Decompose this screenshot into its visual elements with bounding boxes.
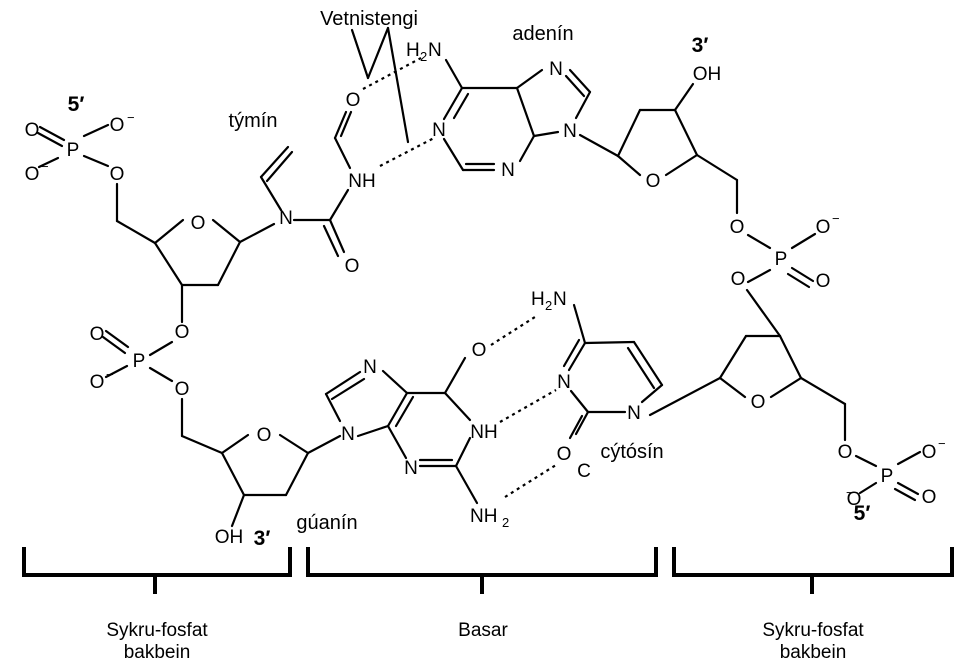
atom-n: N <box>557 372 571 393</box>
stray-c-label: C <box>577 461 591 482</box>
atom-p: P <box>133 351 146 372</box>
atom-o: O <box>25 120 40 141</box>
guanine-label: gúanín <box>296 512 357 534</box>
thymine-label: týmín <box>229 110 278 132</box>
bottom-brackets <box>22 547 954 594</box>
hydrogen-bond-lines <box>362 57 557 498</box>
bracket-left <box>22 547 292 577</box>
atom-o: O <box>25 164 40 185</box>
adenine-label: adenín <box>512 23 573 45</box>
end-top-right: 3′ <box>692 34 709 57</box>
atom-n: N <box>563 121 577 142</box>
atom-o: O <box>922 442 937 463</box>
atom-o: O <box>816 271 831 292</box>
caption-right-line1: Sykru-fosfat <box>762 620 864 641</box>
atom-o: O <box>557 444 572 465</box>
atom-nh: NH <box>348 171 375 192</box>
atom-o: O <box>646 171 661 192</box>
atom-labels: O P O − O − O O O O P O − O O OH N O NH … <box>25 40 946 548</box>
atom-o: O <box>346 90 361 111</box>
atom-o: O <box>90 324 105 345</box>
atom-n: N <box>404 458 418 479</box>
end-bottom-right: 5′ <box>854 502 871 525</box>
atom-n: N <box>627 403 641 424</box>
amine-n: N <box>428 40 442 61</box>
atom-n: N <box>279 208 293 229</box>
atom-n: N <box>341 424 355 445</box>
atom-o: O <box>175 379 190 400</box>
subscript-2: 2 <box>420 49 427 64</box>
bracket-captions: Sykru-fosfat bakbein Basar Sykru-fosfat … <box>106 620 864 663</box>
atom-o: O <box>257 425 272 446</box>
charge-minus: − <box>127 110 135 125</box>
atom-n: N <box>432 120 446 141</box>
amine-h: H <box>406 40 420 61</box>
charge-minus: − <box>41 159 49 174</box>
atom-o: O <box>816 217 831 238</box>
atom-o: O <box>175 322 190 343</box>
hydroxyl-oh: OH <box>693 64 722 85</box>
atom-o: O <box>472 340 487 361</box>
charge-minus: − <box>846 485 854 500</box>
charge-minus: − <box>106 367 114 382</box>
atom-o: O <box>191 213 206 234</box>
atom-n: N <box>549 59 563 80</box>
subscript-2: 2 <box>545 298 552 313</box>
atom-o: O <box>922 487 937 508</box>
cytosine-label: cýtósín <box>600 441 663 463</box>
caption-right-line2: bakbein <box>780 642 847 663</box>
atom-p: P <box>67 140 80 161</box>
end-top-left: 5′ <box>68 93 85 116</box>
atom-o: O <box>110 115 125 136</box>
caption-middle: Basar <box>458 620 508 641</box>
atom-n: N <box>363 357 377 378</box>
strand-end-labels: 5′ 3′ 3′ 5′ <box>68 34 871 550</box>
amine-h: H <box>531 289 545 310</box>
hydrogen-bond-label: Vetnistengi <box>320 8 418 30</box>
bond-lines <box>36 26 922 528</box>
hydroxyl-oh: OH <box>215 527 244 548</box>
end-bottom-left: 3′ <box>254 527 271 550</box>
atom-o: O <box>730 217 745 238</box>
amine-n: N <box>553 289 567 310</box>
caption-left-line1: Sykru-fosfat <box>106 620 208 641</box>
atom-o: O <box>110 164 125 185</box>
atom-o: O <box>751 392 766 413</box>
atom-o: O <box>847 489 862 510</box>
atom-o: O <box>731 269 746 290</box>
atom-o: O <box>90 372 105 393</box>
atom-nh: NH <box>470 422 497 443</box>
caption-left-line2: bakbein <box>124 642 191 663</box>
atom-p: P <box>881 466 894 487</box>
bracket-middle <box>306 547 658 577</box>
atom-o: O <box>345 256 360 277</box>
name-labels: Vetnistengi adenín týmín gúanín cýtósín … <box>229 8 664 534</box>
atom-o: O <box>838 442 853 463</box>
bracket-right <box>672 547 954 577</box>
charge-minus: − <box>938 436 946 451</box>
atom-n: N <box>501 160 515 181</box>
amine-nh: NH <box>470 506 497 527</box>
subscript-2: 2 <box>502 515 509 530</box>
charge-minus: − <box>832 211 840 226</box>
atom-p: P <box>775 249 788 270</box>
